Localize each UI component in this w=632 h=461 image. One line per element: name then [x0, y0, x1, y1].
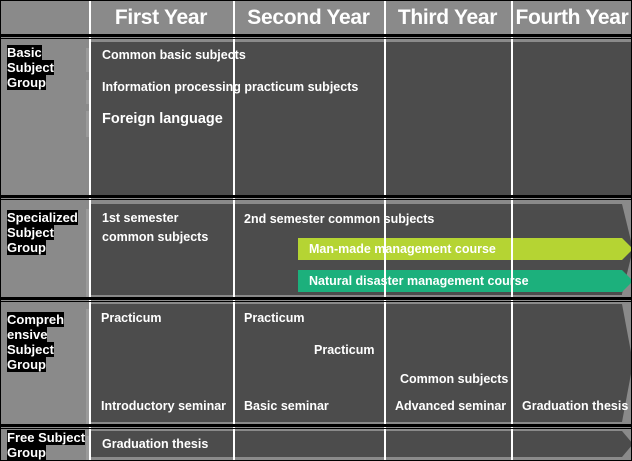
- year-header-third: Third Year: [397, 5, 498, 29]
- bar-advanced-seminar[interactable]: Advanced seminar: [395, 399, 507, 413]
- bar-man-made-management-course[interactable]: Man-made management course: [298, 238, 631, 260]
- bar-label: Graduation thesis: [102, 437, 209, 451]
- year-header-row: First Year Second Year Third Year Fourth…: [1, 1, 631, 34]
- bar-label: Natural disaster management course: [309, 274, 529, 288]
- bar-label: 2nd semester common subjects: [244, 212, 435, 226]
- header-rule: [1, 34, 631, 37]
- bar-label: Common basic subjects: [102, 48, 246, 62]
- column-divider-year3: [511, 1, 513, 460]
- band-separator-3: [1, 424, 631, 429]
- bar-first-semester-common-subjects[interactable]: 1st semester common subjects: [86, 204, 233, 300]
- group-label-specialized: Specialized Subject Group: [7, 210, 78, 255]
- column-divider-year1: [233, 1, 235, 460]
- bar-practicum-second-year[interactable]: Practicum: [244, 311, 305, 325]
- column-divider-left: [89, 1, 91, 460]
- bar-graduation-thesis-free[interactable]: Graduation thesis: [86, 431, 631, 460]
- group-label-basic: Basic Subject Group: [7, 45, 54, 90]
- year-header-fourth: Fourth Year: [515, 5, 629, 29]
- bar-label: 1st semester common subjects: [102, 211, 209, 244]
- bar-common-subjects[interactable]: Common subjects: [400, 372, 509, 386]
- bar-practicum-first-year[interactable]: Practicum: [101, 311, 162, 325]
- group-label-comprehensive: Compreh ensive Subject Group: [7, 312, 65, 372]
- bar-natural-disaster-management-course[interactable]: Natural disaster management course: [298, 270, 631, 292]
- bar-basic-seminar[interactable]: Basic seminar: [244, 399, 329, 413]
- bar-label: Man-made management course: [309, 242, 496, 256]
- band-comprehensive-block: [86, 304, 631, 427]
- year-header-second: Second Year: [247, 5, 370, 29]
- band-separator-2: [1, 297, 631, 302]
- column-divider-year2: [384, 1, 386, 460]
- year-header-first: First Year: [114, 5, 208, 29]
- bar-graduation-thesis-comprehensive[interactable]: Graduation thesis: [522, 399, 629, 413]
- header-rule-secondary: [1, 38, 631, 39]
- bar-information-processing-practicum[interactable]: Information processing practicum subject…: [86, 75, 361, 104]
- band-separator-1: [1, 195, 631, 200]
- bar-practicum-mid[interactable]: Practicum: [314, 343, 375, 357]
- bar-label: Foreign language: [102, 111, 223, 127]
- bar-common-basic-subjects[interactable]: Common basic subjects: [86, 43, 361, 72]
- bar-label: Information processing practicum subject…: [102, 80, 359, 94]
- bar-introductory-seminar[interactable]: Introductory seminar: [101, 399, 227, 413]
- bar-foreign-language[interactable]: Foreign language: [86, 106, 361, 137]
- group-label-free: Free Subject Group: [7, 430, 86, 460]
